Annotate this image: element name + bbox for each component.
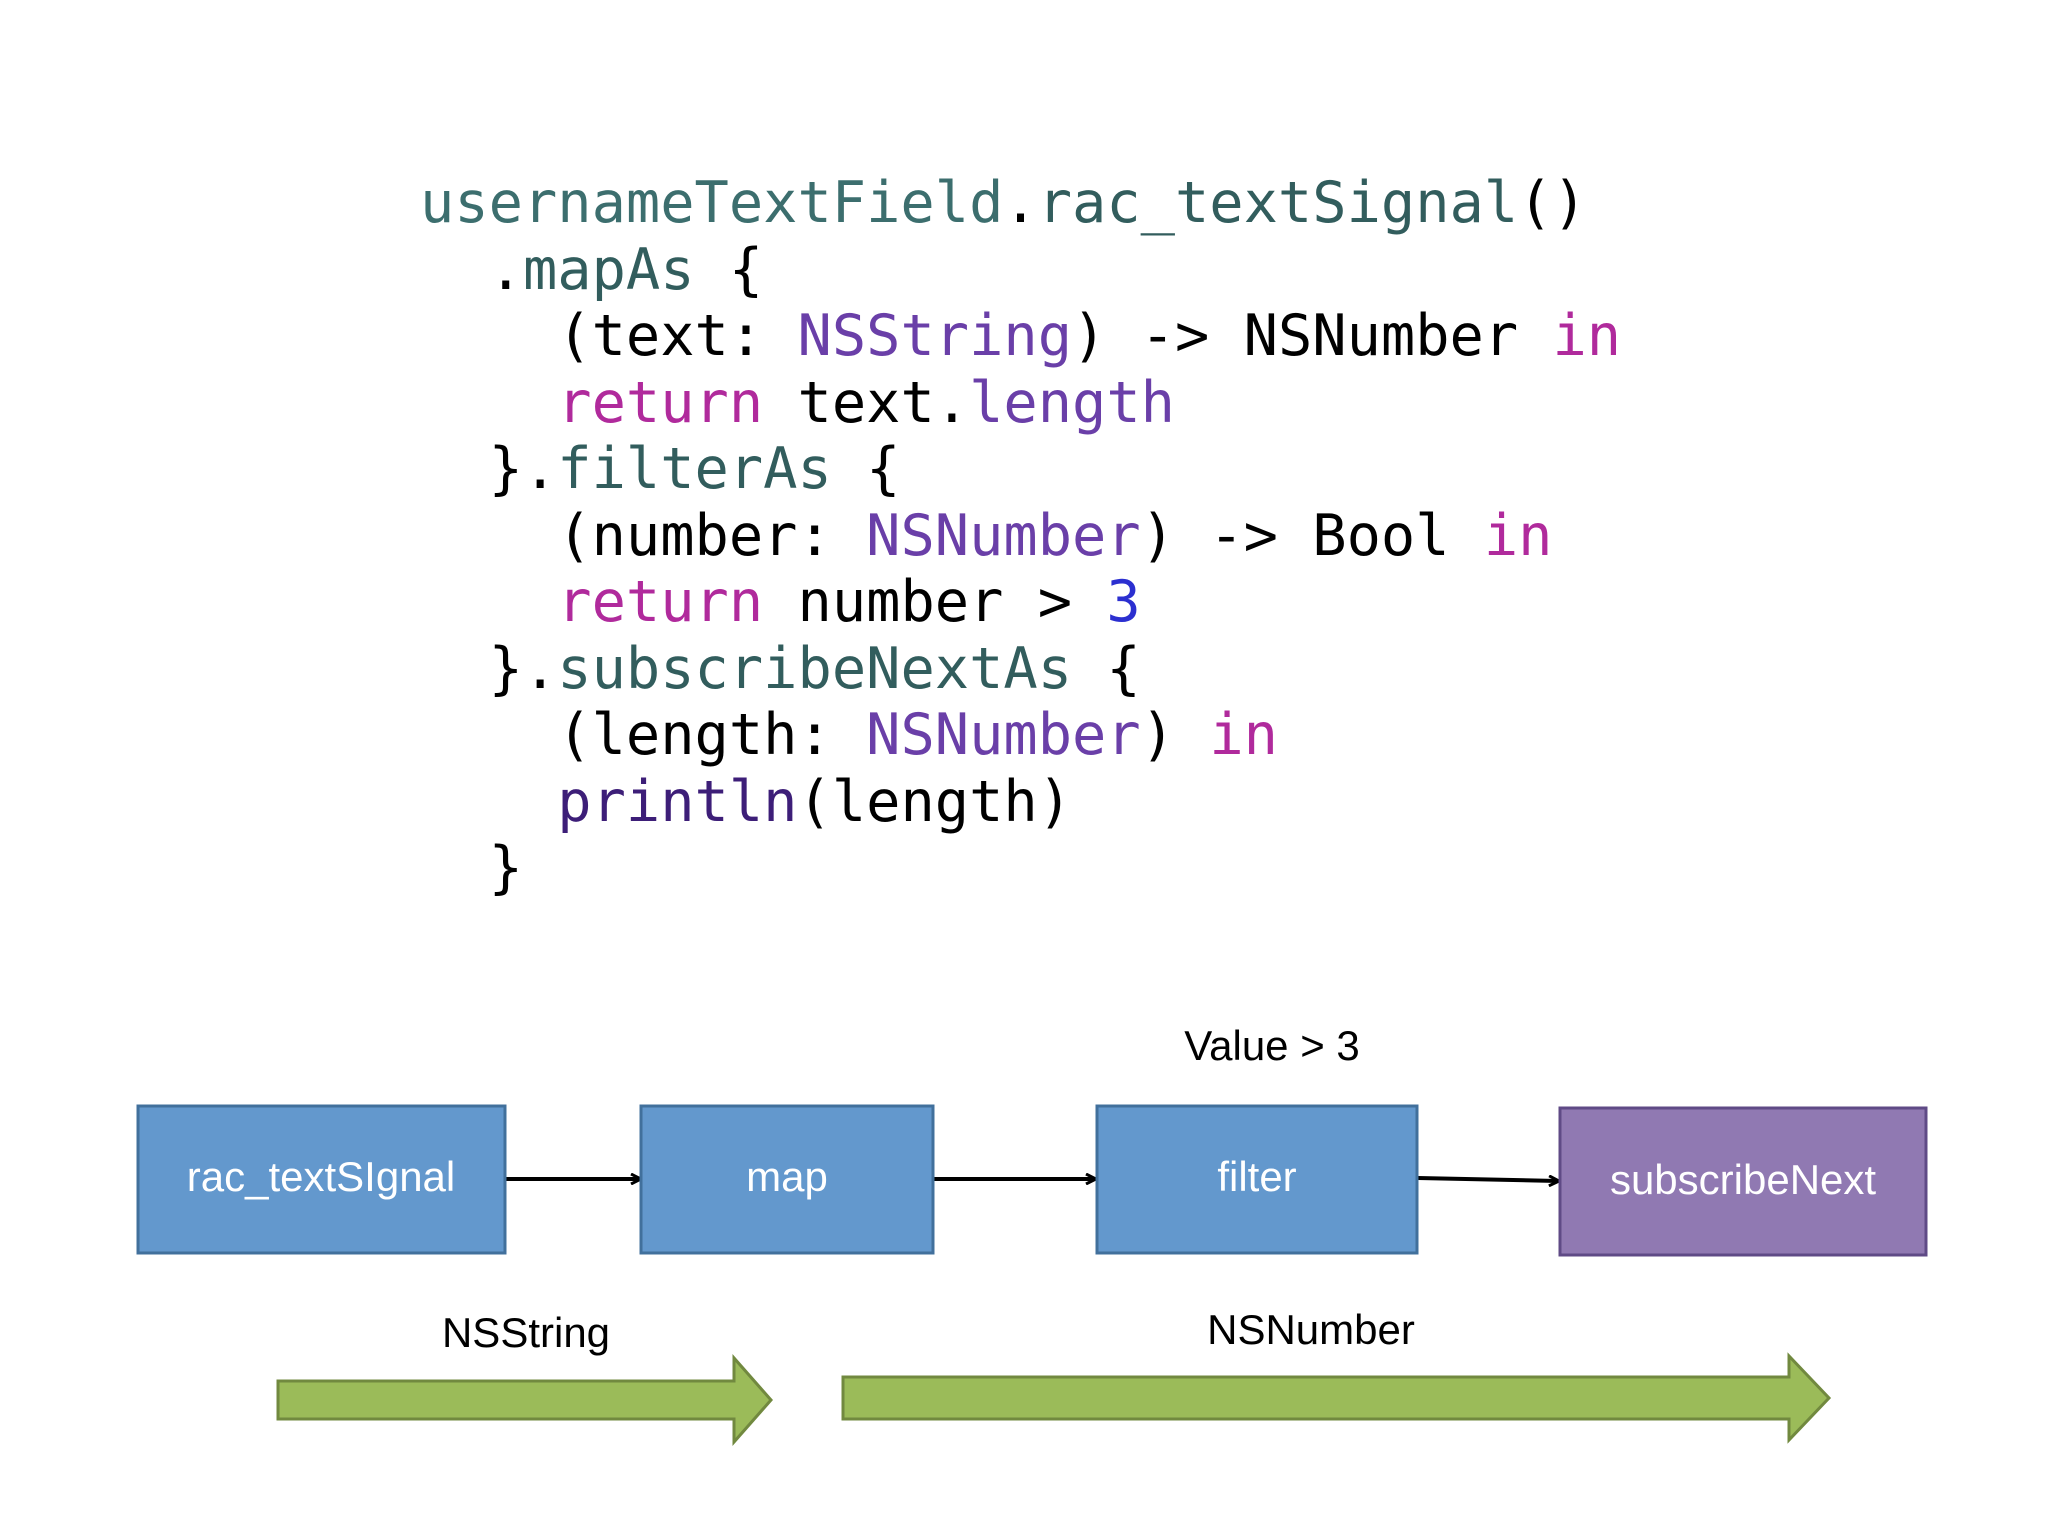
code-token: subscribeNextAs: [557, 635, 1073, 702]
box-label-filter: filter: [1217, 1153, 1296, 1200]
code-token: (length): [797, 768, 1073, 835]
code-token: length: [969, 369, 1175, 436]
code-token: number >: [763, 569, 1107, 635]
code-token: }: [420, 835, 523, 901]
code-token: {: [694, 236, 764, 303]
code-block: usernameTextField.rac_textSignal() .mapA…: [420, 170, 1621, 902]
box-label-rac-textsignal: rac_textSIgnal: [187, 1153, 456, 1200]
code-token: }.: [420, 436, 558, 502]
box-label-subscribenext: subscribeNext: [1610, 1156, 1876, 1203]
code-line: (length: NSNumber) in: [420, 702, 1621, 769]
code-token: {: [831, 436, 901, 502]
code-line: return text.length: [420, 370, 1621, 437]
code-token: {: [1072, 635, 1141, 702]
code-token: filterAs: [557, 436, 832, 502]
code-token: in: [1209, 702, 1278, 768]
code-token: in: [1483, 502, 1553, 569]
flow-label-nsnumber: NSNumber: [1207, 1306, 1415, 1353]
code-token: (): [1518, 170, 1587, 236]
code-token: (number:: [420, 502, 867, 569]
flow-arrow-nsnumber: [841, 1352, 1832, 1444]
filter-caption: Value > 3: [1184, 1022, 1360, 1069]
code-line: return number > 3: [420, 569, 1621, 636]
code-token: NSNumber: [866, 502, 1141, 569]
code-token: ): [1140, 702, 1210, 768]
code-line: println(length): [420, 769, 1621, 836]
code-token: .: [420, 236, 523, 303]
code-line: usernameTextField.rac_textSignal(): [420, 170, 1621, 237]
code-token: return: [557, 569, 764, 635]
code-token: NSNumber: [866, 702, 1141, 768]
code-token: mapAs: [522, 236, 695, 303]
box-filter: filter: [1095, 1104, 1419, 1255]
code-line: }.subscribeNextAs {: [420, 636, 1621, 703]
code-token: in: [1552, 303, 1622, 369]
code-token: return: [557, 369, 764, 436]
code-token: (length:: [420, 702, 867, 768]
code-token: (text:: [420, 303, 798, 369]
code-token: NSString: [797, 303, 1073, 369]
box-label-map: map: [746, 1153, 828, 1200]
code-token: .: [1003, 170, 1038, 236]
code-line: (text: NSString) -> NSNumber in: [420, 303, 1621, 370]
code-line: .mapAs {: [420, 237, 1621, 304]
code-token: }.: [420, 635, 558, 702]
code-line: }.filterAs {: [420, 436, 1621, 503]
code-line: (number: NSNumber) -> Bool in: [420, 503, 1621, 570]
code-line: }: [420, 835, 1621, 902]
box-subscribenext: subscribeNext: [1558, 1106, 1928, 1257]
code-token: usernameTextField: [420, 170, 1004, 236]
box-rac-textsignal: rac_textSIgnal: [136, 1104, 507, 1255]
code-token: ) -> Bool: [1140, 502, 1484, 569]
code-token: rac_textSignal: [1037, 170, 1519, 236]
box-map: map: [639, 1104, 935, 1255]
flow-arrow-nsstring: [276, 1354, 773, 1446]
code-token: println: [557, 768, 798, 835]
code-token: 3: [1106, 569, 1141, 635]
code-token: ) -> NSNumber: [1072, 303, 1553, 369]
flow-label-nsstring: NSString: [442, 1309, 610, 1356]
connector-arrow-filter-subscribenext: [1417, 1178, 1558, 1181]
code-token: text.: [763, 369, 970, 436]
